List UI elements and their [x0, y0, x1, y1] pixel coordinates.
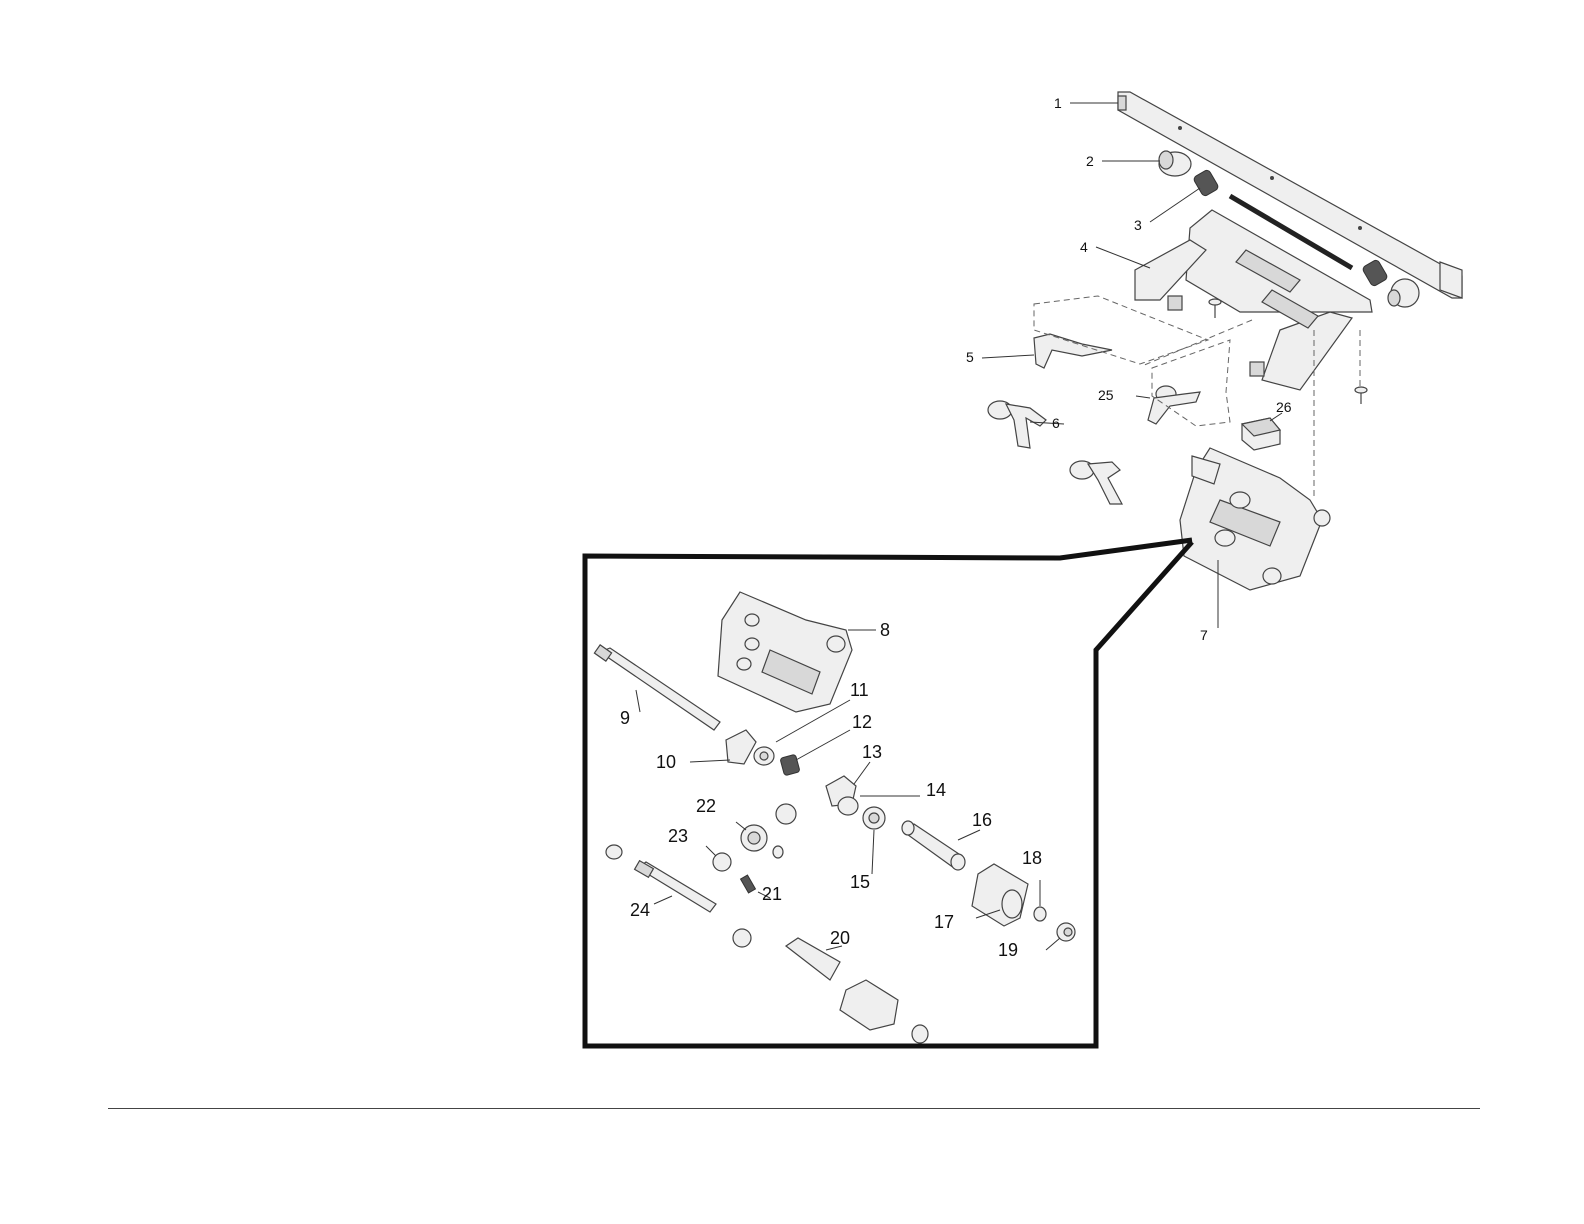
part-7-feeder-assembly	[1180, 448, 1330, 590]
callout-2: 2	[1086, 153, 1094, 169]
part-5-lever	[1034, 334, 1112, 368]
callout-24: 24	[630, 900, 650, 920]
callout-14: 14	[926, 780, 946, 800]
callout-20: 20	[830, 928, 850, 948]
part-15-gear	[863, 807, 885, 829]
callout-21: 21	[762, 884, 782, 904]
part-9-shaft	[594, 645, 720, 730]
part-12-spring	[780, 754, 800, 776]
part-8-feeder-frame	[718, 592, 852, 712]
callout-1: 1	[1054, 95, 1062, 111]
callout-13: 13	[862, 742, 882, 762]
callout-22: 22	[696, 796, 716, 816]
callout-7: 7	[1200, 627, 1208, 643]
part-18-washer	[1034, 907, 1046, 921]
callout-8: 8	[880, 620, 890, 640]
callout-18: 18	[1022, 848, 1042, 868]
callout-6: 6	[1052, 415, 1060, 431]
callout-17: 17	[934, 912, 954, 932]
part-10-holder	[726, 730, 756, 764]
part-21-pin	[741, 875, 756, 893]
part-11-bushing	[754, 747, 774, 765]
callout-10: 10	[656, 752, 676, 772]
callout-23: 23	[668, 826, 688, 846]
callout-5: 5	[966, 349, 974, 365]
callout-9: 9	[620, 708, 630, 728]
footer-rule	[108, 1108, 1480, 1109]
callout-11: 11	[850, 680, 869, 700]
callout-12: 12	[852, 712, 872, 732]
part-16-tube	[902, 821, 965, 870]
part-22-bearing	[741, 804, 796, 858]
part-23-bearing	[606, 845, 731, 871]
part-14-ring	[838, 797, 858, 815]
part-25-lever	[1148, 386, 1200, 424]
callout-19: 19	[998, 940, 1018, 960]
part-26-block	[1242, 418, 1280, 450]
callout-4: 4	[1080, 239, 1088, 255]
callout-16: 16	[972, 810, 992, 830]
part-4-guide-assembly	[1135, 210, 1372, 390]
callout-15: 15	[850, 872, 870, 892]
callout-25: 25	[1098, 387, 1114, 403]
callout-3: 3	[1134, 217, 1142, 233]
detail-inset	[585, 540, 1192, 1046]
callout-26: 26	[1276, 399, 1292, 415]
